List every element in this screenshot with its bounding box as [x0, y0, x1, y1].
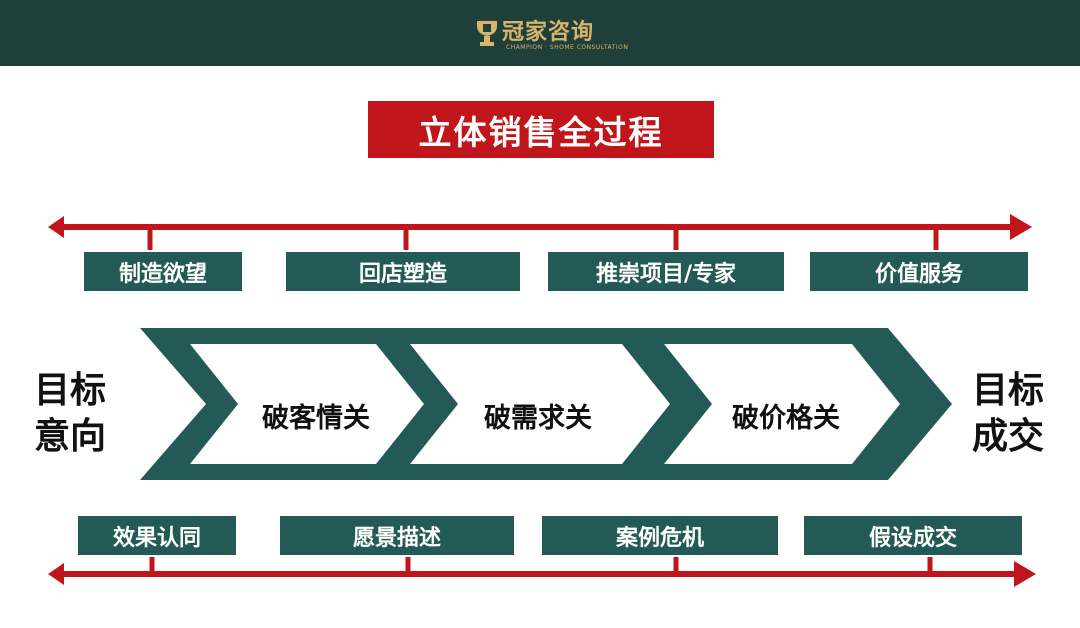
- top-step-3: 推崇项目/专家: [546, 250, 786, 293]
- chevron-band: [140, 328, 952, 480]
- top-step-2: 回店塑造: [284, 250, 522, 293]
- brand-subtitle: CHAMPION · SHOME CONSULTATION: [506, 44, 629, 51]
- top-arrow: [48, 214, 1032, 250]
- right-label-line-2: 成交: [972, 416, 1045, 457]
- bottom-step-2: 愿景描述: [278, 514, 516, 557]
- top-arrow-left-head: [48, 216, 64, 238]
- bottom-step-4: 假设成交: [802, 514, 1024, 557]
- left-label-line-1: 目标: [34, 370, 107, 411]
- chevron-stage-1: [190, 344, 424, 464]
- bottom-arrow: [48, 556, 1036, 587]
- header-bar: 冠家咨询 CHAMPION · SHOME CONSULTATION: [0, 0, 1080, 66]
- right-label-line-1: 目标: [972, 370, 1045, 411]
- bottom-arrow-right-head: [1014, 561, 1036, 587]
- right-label: 目标 成交: [972, 368, 1062, 460]
- brand-name: 冠家咨询: [502, 20, 595, 45]
- bottom-step-3: 案例危机: [540, 514, 780, 557]
- top-step-1: 制造欲望: [82, 250, 244, 293]
- stage-label-3: 破价格关: [732, 402, 840, 434]
- bottom-step-1: 效果认同: [76, 514, 238, 557]
- trophy-icon: [477, 21, 497, 46]
- stage-label-1: 破客情关: [262, 402, 370, 434]
- chevron-stage-2: [410, 344, 670, 464]
- top-step-4: 价值服务: [808, 250, 1030, 293]
- stage-label-2: 破需求关: [484, 402, 592, 434]
- left-label: 目标 意向: [34, 368, 124, 460]
- chevron-stage-3: [664, 344, 900, 464]
- left-label-line-2: 意向: [34, 416, 107, 457]
- top-arrow-right-head: [1010, 214, 1032, 240]
- bottom-arrow-left-head: [48, 563, 64, 585]
- page-title: 立体销售全过程: [368, 101, 714, 158]
